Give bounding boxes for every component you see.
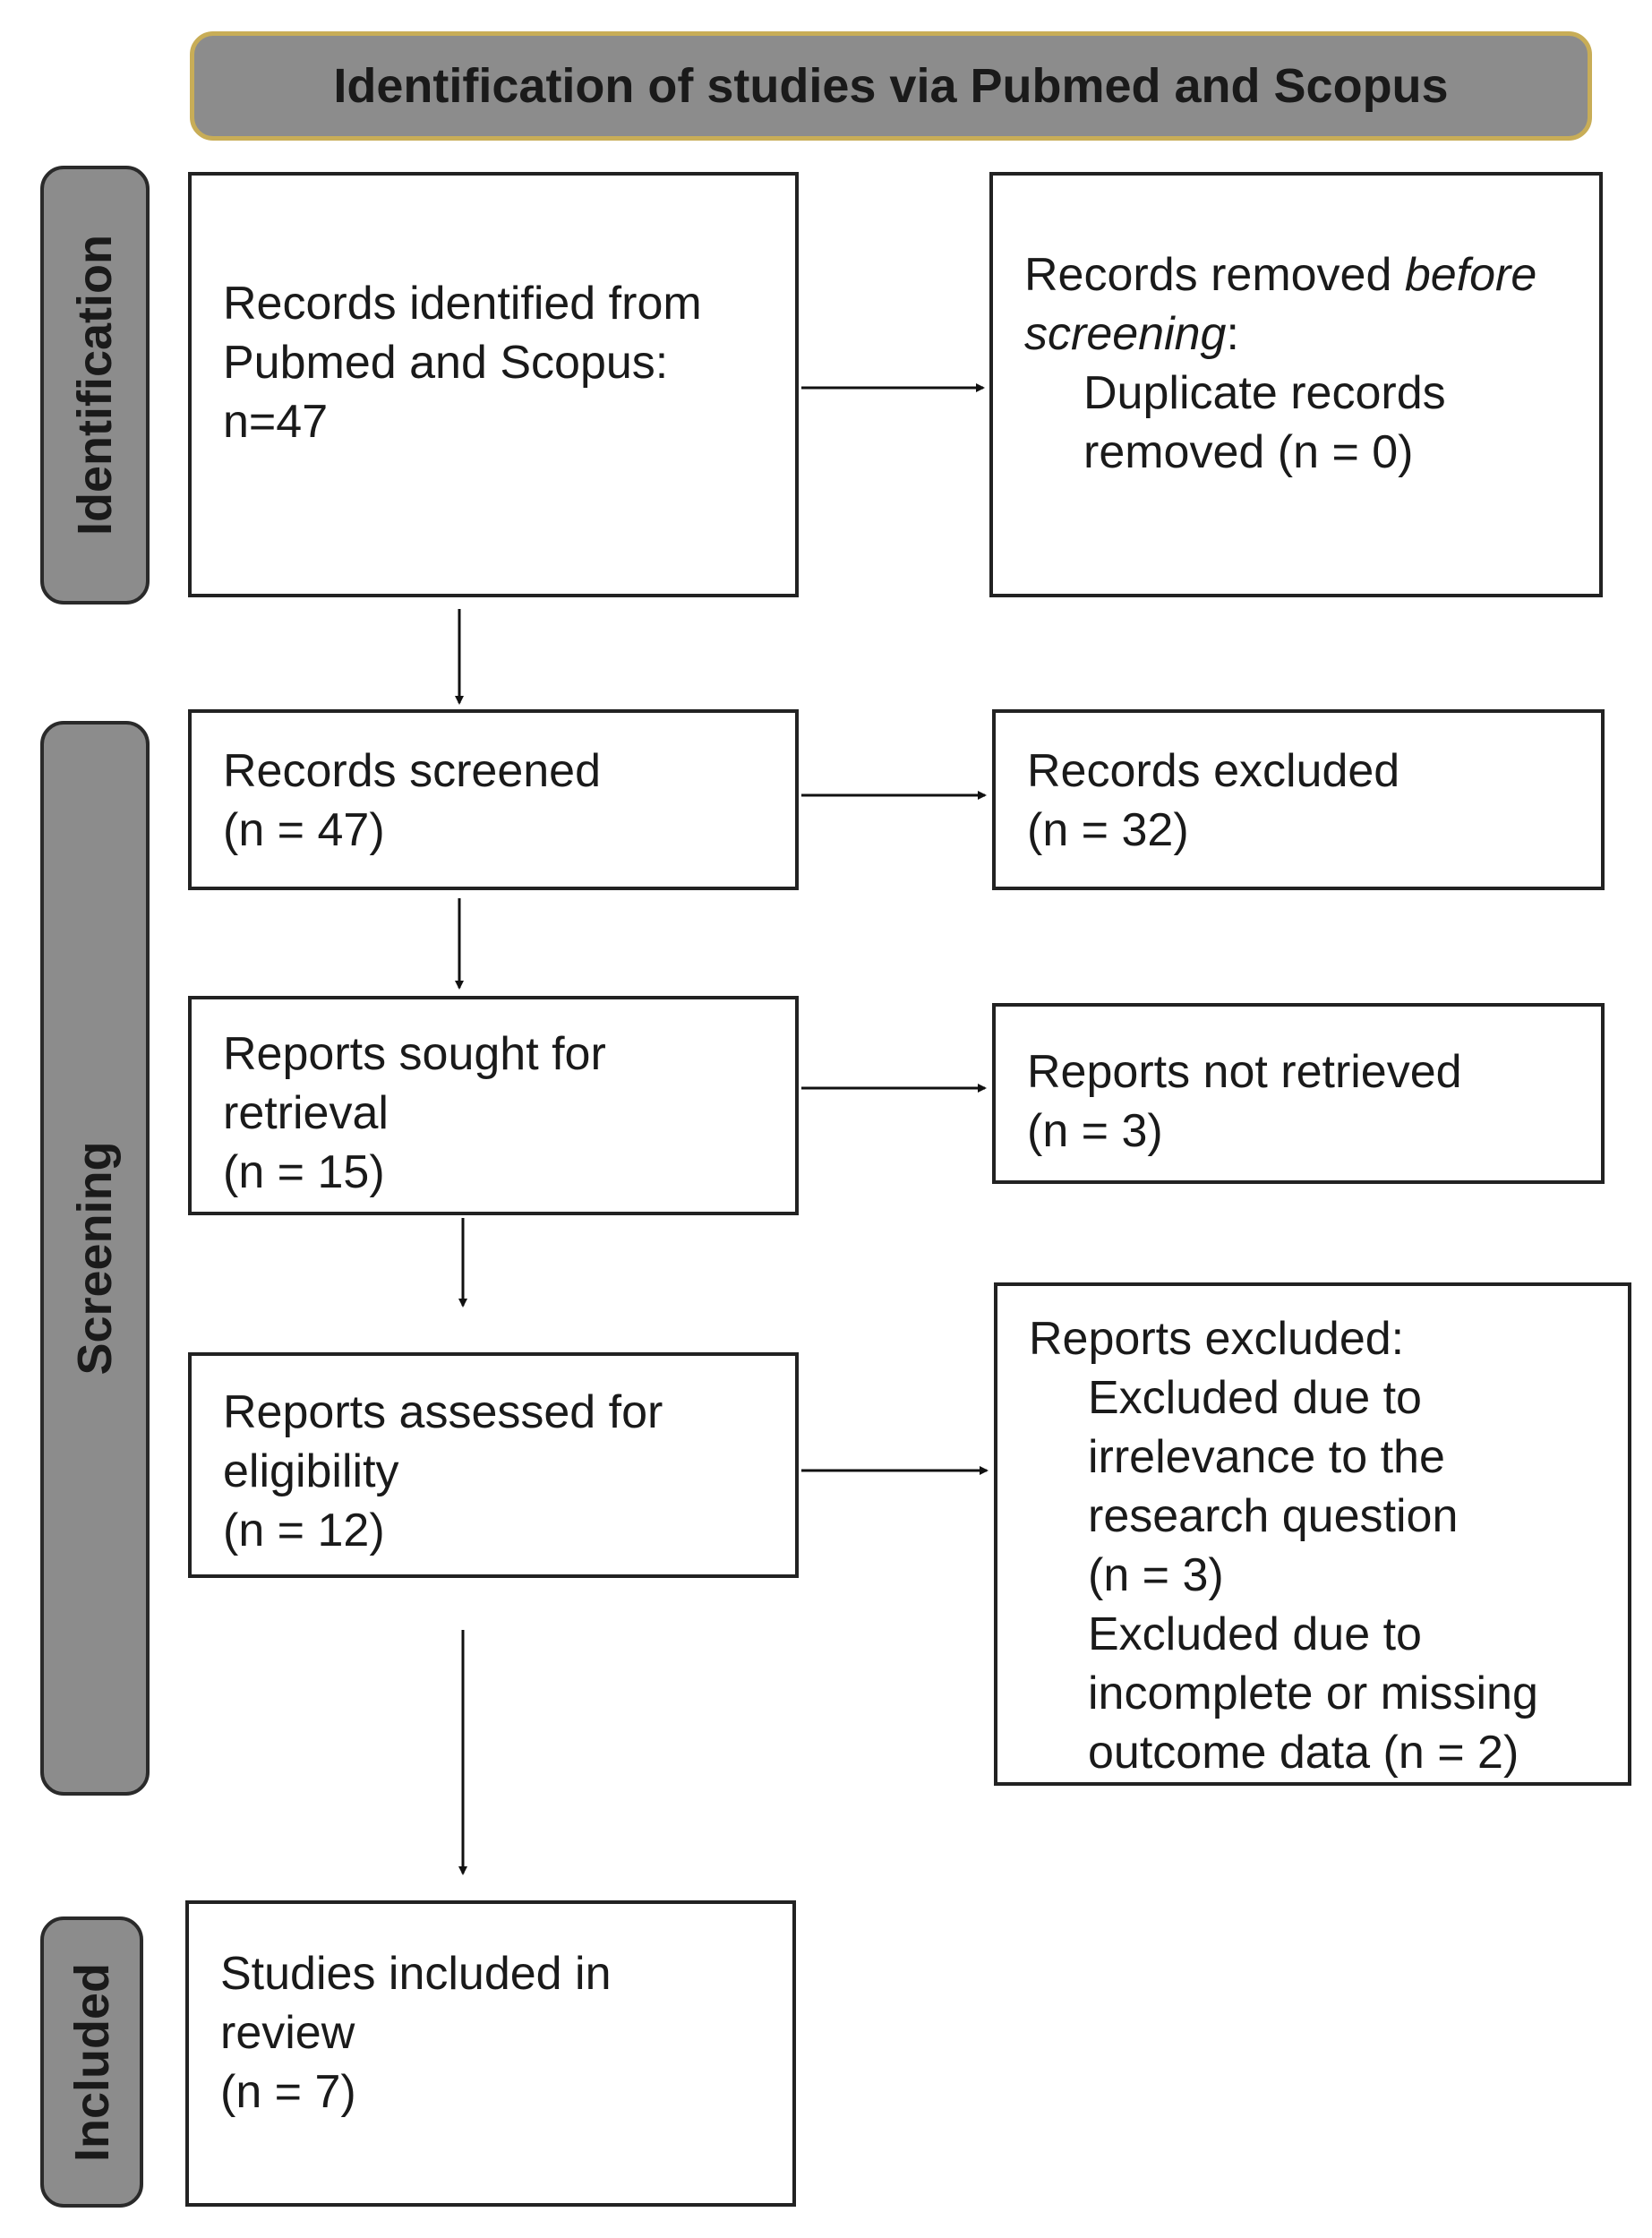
box-reports-assessed: Reports assessed for eligibility (n = 12… (188, 1352, 799, 1578)
removed-suffix: : (1226, 308, 1239, 360)
box-studies-included: Studies included in review (n = 7) (185, 1900, 796, 2207)
diagram-header: Identification of studies via Pubmed and… (190, 31, 1592, 141)
box-reports-not-retrieved: Reports not retrieved (n = 3) (992, 1003, 1605, 1184)
duplicate-records-text: Duplicate records removed (n = 0) (1083, 367, 1446, 478)
removed-italic-before: before (1404, 249, 1537, 301)
reports-sought-text: Reports sought for retrieval (n = 15) (223, 1028, 606, 1198)
records-removed-heading: Records removed before screening: (1024, 245, 1599, 364)
exclusion-reason-missing-data: Excluded due to incomplete or missing ou… (1088, 1608, 1538, 1779)
box-records-excluded: Records excluded (n = 32) (992, 709, 1605, 890)
studies-included-text: Studies included in review (n = 7) (220, 1948, 612, 2118)
box-reports-excluded: Reports excluded: Excluded due to irrele… (994, 1282, 1631, 1786)
reports-not-retrieved-text: Reports not retrieved (n = 3) (1027, 1046, 1462, 1157)
box-records-identified: Records identified from Pubmed and Scopu… (188, 172, 799, 597)
exclusion-reason-irrelevance: Excluded due to irrelevance to the resea… (1088, 1372, 1459, 1601)
box-records-removed: Records removed before screening: Duplic… (989, 172, 1603, 597)
header-title: Identification of studies via Pubmed and… (333, 59, 1449, 113)
removed-prefix: Records removed (1024, 249, 1405, 301)
box-records-screened: Records screened (n = 47) (188, 709, 799, 890)
box-reports-sought: Reports sought for retrieval (n = 15) (188, 996, 799, 1215)
phase-identification: Identification (40, 166, 150, 605)
records-identified-text: Records identified from Pubmed and Scopu… (223, 278, 702, 448)
reports-assessed-text: Reports assessed for eligibility (n = 12… (223, 1386, 663, 1556)
removed-italic-screening: screening (1024, 308, 1227, 360)
phase-screening: Screening (40, 721, 150, 1796)
records-excluded-text: Records excluded (n = 32) (1027, 745, 1400, 856)
phase-included: Included (40, 1916, 143, 2208)
records-screened-text: Records screened (n = 47) (223, 745, 601, 856)
reports-excluded-title: Reports excluded: (1029, 1313, 1405, 1365)
